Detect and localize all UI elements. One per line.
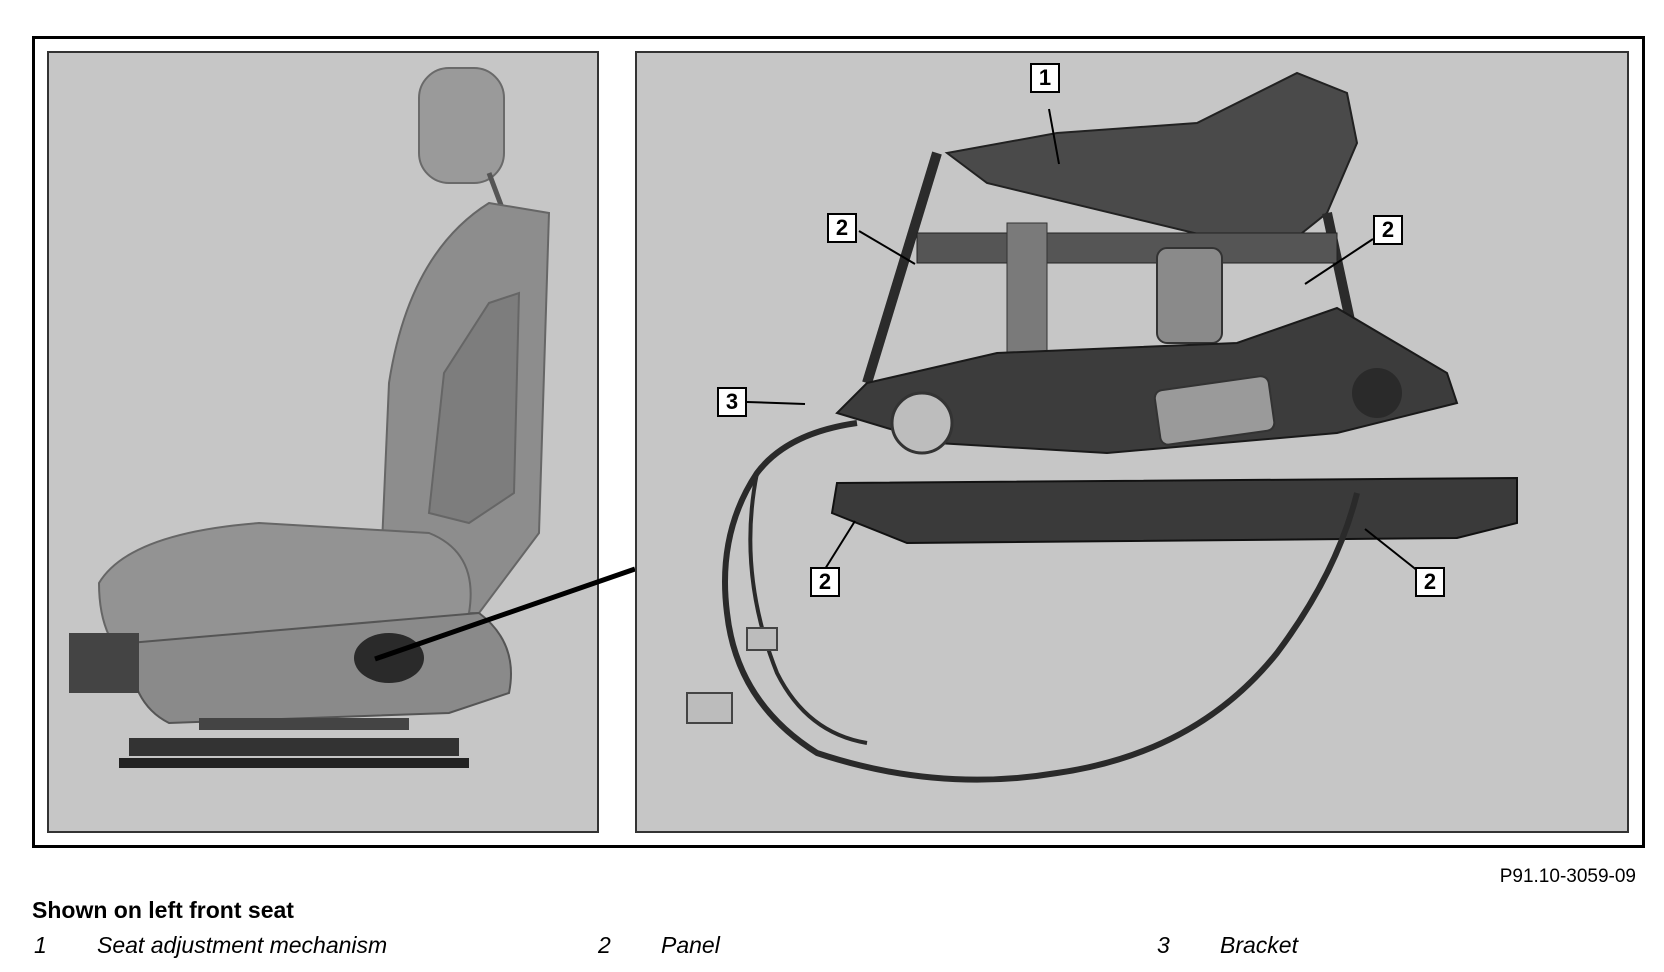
callout-leaders bbox=[746, 108, 1419, 572]
callout-2-upper-right: 2 bbox=[1373, 215, 1403, 245]
seat-adjustment-mechanism-illustration bbox=[686, 71, 1518, 783]
callout-2-lower-right: 2 bbox=[1415, 567, 1445, 597]
legend: 1 Seat adjustment mechanism 2 Panel 3 Br… bbox=[0, 932, 1664, 962]
legend-number: 1 bbox=[34, 932, 47, 958]
callout-3: 3 bbox=[717, 387, 747, 417]
mechanism-photo-panel bbox=[635, 51, 1629, 833]
seat-photo-panel bbox=[47, 51, 599, 833]
callout-1: 1 bbox=[1030, 63, 1060, 93]
figure-frame: 1 2 2 3 2 2 bbox=[32, 36, 1645, 848]
legend-number: 2 bbox=[598, 932, 611, 958]
legend-label: Seat adjustment mechanism bbox=[97, 932, 388, 958]
callout-2-lower-left: 2 bbox=[810, 567, 840, 597]
figure-code: P91.10-3059-09 bbox=[1499, 866, 1636, 887]
zoom-pointer bbox=[374, 566, 636, 662]
caption-title: Shown on left front seat bbox=[32, 897, 294, 923]
callout-2-upper-left: 2 bbox=[827, 213, 857, 243]
legend-label: Panel bbox=[661, 932, 720, 958]
seat-illustration bbox=[69, 67, 551, 768]
legend-label: Bracket bbox=[1220, 932, 1298, 958]
legend-number: 3 bbox=[1157, 932, 1170, 958]
